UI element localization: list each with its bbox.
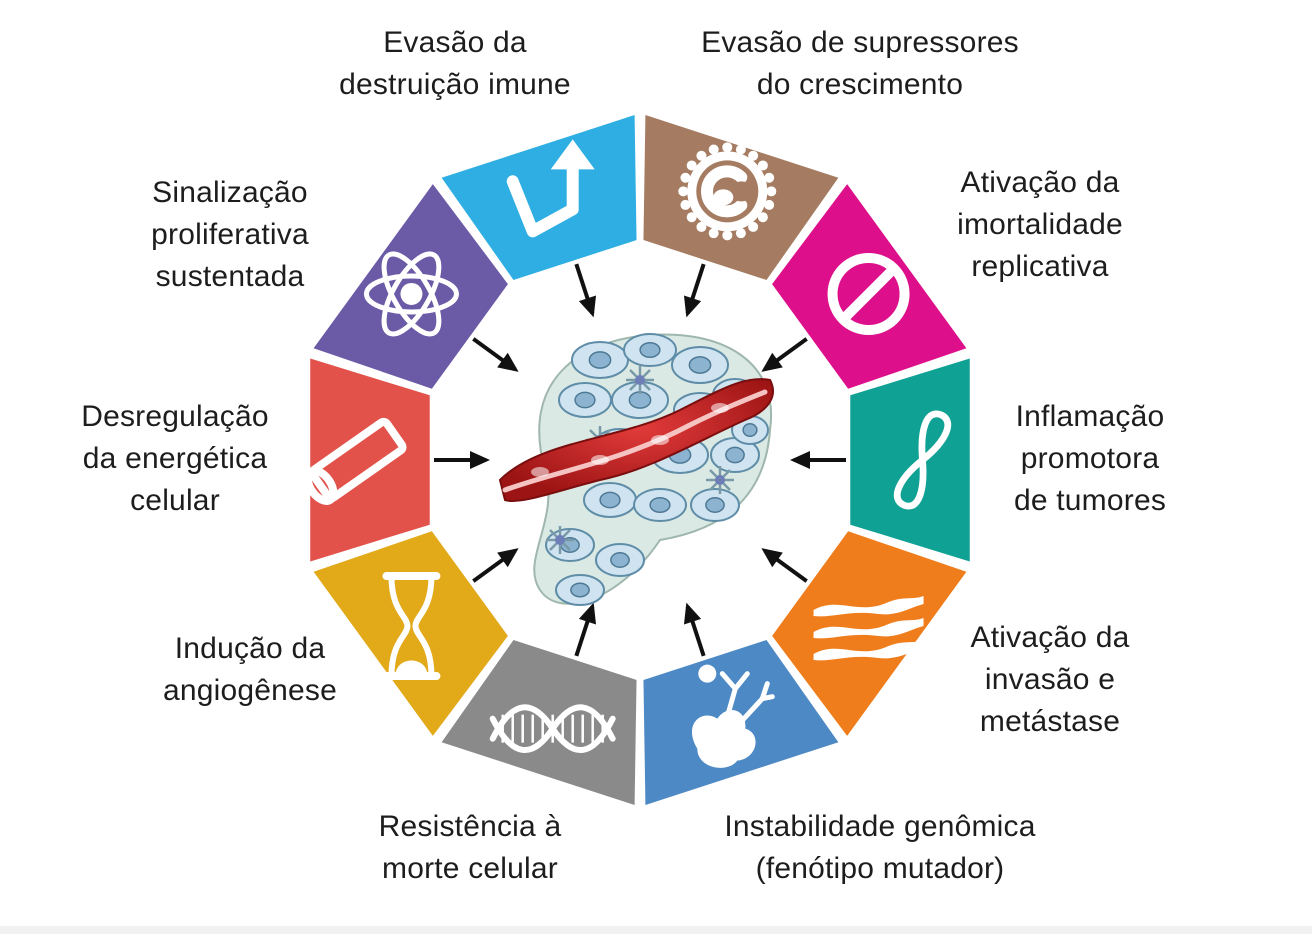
label-line: destruição imune xyxy=(339,68,571,101)
label-immune: Evasão da destruição imune xyxy=(300,22,610,106)
label-line: imortalidade xyxy=(957,208,1123,241)
label-line: sustentada xyxy=(155,260,305,293)
arrow-angiogenesis xyxy=(434,451,490,469)
bottom-strip xyxy=(0,926,1312,934)
segment-icons xyxy=(303,139,952,768)
label-line: Ativação da xyxy=(970,621,1130,654)
label-line: metástase xyxy=(979,705,1121,738)
arrow-energetics xyxy=(472,337,519,372)
segment-proliferation xyxy=(441,115,637,281)
label-genomic: Instabilidade genômica (fenótipo mutador… xyxy=(675,806,1085,890)
label-line: Instabilidade genômica xyxy=(724,810,1036,843)
label-line: da energética xyxy=(82,442,268,475)
label-energetics: Desregulação da energética celular xyxy=(50,396,300,522)
label-line: Evasão da xyxy=(383,26,527,59)
hourglass-icon xyxy=(382,572,441,681)
up-arrow-icon xyxy=(506,139,595,238)
label-line: Inflamação xyxy=(1015,400,1165,433)
label-line: promotora xyxy=(1020,442,1160,475)
dna-helix-icon xyxy=(489,704,616,754)
label-line: do crescimento xyxy=(756,68,964,101)
label-line: (fenótipo mutador) xyxy=(755,852,1005,885)
label-angiogenesis: Indução da angiogênese xyxy=(130,628,370,712)
arrow-suppressors xyxy=(761,337,808,372)
label-line: invasão e xyxy=(984,663,1116,696)
inward-arrows xyxy=(434,263,846,657)
label-invasion: Ativação da invasão e metástase xyxy=(945,617,1155,743)
infinity-icon xyxy=(893,410,952,510)
label-line: Sinalização xyxy=(152,176,308,209)
label-line: morte celular xyxy=(382,852,558,885)
label-line: de tumores xyxy=(1013,484,1167,517)
label-suppressors: Evasão de supressores do crescimento xyxy=(660,22,1060,106)
flames-icon xyxy=(813,596,924,661)
arrow-immune xyxy=(683,263,706,318)
label-death: Resistência à morte celular xyxy=(345,806,595,890)
label-line: proliferativa xyxy=(151,218,309,251)
label-line: Ativação da xyxy=(960,166,1120,199)
label-line: Resistência à xyxy=(378,810,562,843)
label-line: replicativa xyxy=(971,250,1109,283)
arrow-invasion xyxy=(683,602,706,657)
segment-angiogenesis xyxy=(310,358,430,562)
label-line: angiogênese xyxy=(162,674,338,707)
label-proliferation: Sinalização proliferativa sustentada xyxy=(120,172,340,298)
label-line: Indução da xyxy=(174,632,326,665)
tumor-microenvironment-icon xyxy=(498,333,774,606)
immune-cell-icon xyxy=(678,142,777,241)
segment-immortality xyxy=(850,358,970,562)
arrow-genomic xyxy=(574,602,597,657)
label-line: Evasão de supressores xyxy=(701,26,1019,59)
blood-vessel-icon xyxy=(303,417,407,505)
arrow-inflammation xyxy=(761,548,808,583)
atom-icon xyxy=(363,251,459,337)
label-inflammation: Inflamação promotora de tumores xyxy=(985,396,1195,522)
arrow-immortality xyxy=(790,451,846,469)
label-line: celular xyxy=(130,484,220,517)
prohibited-sign-icon xyxy=(827,252,910,335)
segment-genomic xyxy=(441,639,637,805)
arrow-proliferation xyxy=(574,263,597,318)
label-line: Desregulação xyxy=(81,400,269,433)
label-immortality: Ativação da imortalidade replicativa xyxy=(925,162,1155,288)
arrow-death xyxy=(472,548,519,583)
segment-death xyxy=(313,531,508,736)
invading-cell-icon xyxy=(691,664,775,768)
